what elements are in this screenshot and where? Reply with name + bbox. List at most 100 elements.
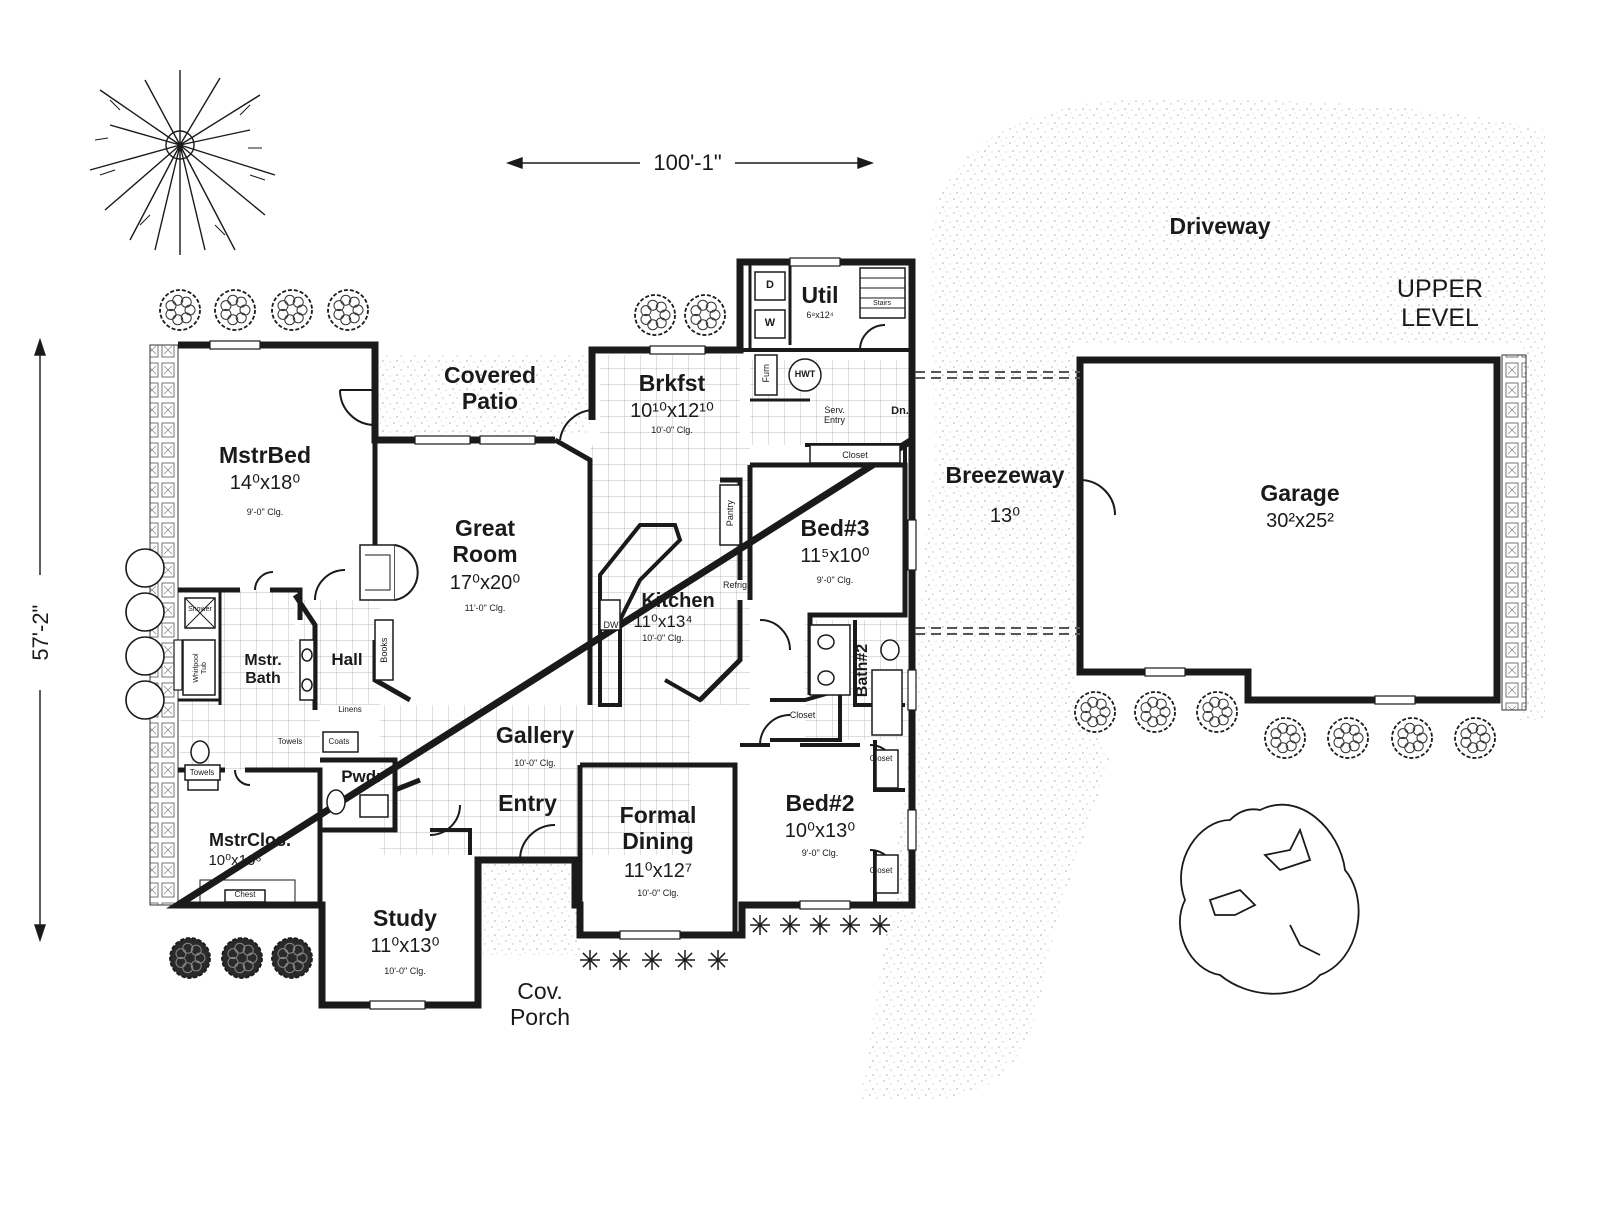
- door-swings: [234, 324, 1116, 876]
- formal-dining-size: 11⁰x12⁷: [623, 860, 693, 882]
- shrub-icon: [1264, 717, 1306, 759]
- closet-bath2-label: Closet: [789, 710, 816, 720]
- breezeway-size: 13⁰: [989, 505, 1021, 527]
- cov-porch-label: Cov. Porch: [509, 978, 571, 1031]
- shrub-icon: [1196, 691, 1238, 733]
- plant-icon: [580, 950, 600, 970]
- kitchen-label: Kitchen: [641, 590, 715, 612]
- formal-dining-ceiling: 10'-0" Clg.: [637, 888, 679, 898]
- study-size: 11⁰x13⁰: [370, 935, 440, 957]
- pwdr-label: Pwdr: [341, 767, 383, 786]
- plant-icon: [642, 950, 662, 970]
- refrig-label: Refrig: [722, 580, 747, 590]
- bed3-size: 11⁵x10⁰: [800, 545, 870, 567]
- brkfst-label: Brkfst: [638, 370, 706, 396]
- plant-icon: [870, 915, 890, 935]
- pantry-label: Pantry: [724, 500, 735, 527]
- mstr-clos-size: 10⁰x10⁶: [208, 852, 262, 869]
- shrub-icon: [1074, 691, 1116, 733]
- plant-icon: [780, 915, 800, 935]
- bed2-ceiling: 9'-0" Clg.: [801, 848, 839, 858]
- upper-level-label: UPPER LEVEL: [1396, 275, 1484, 332]
- mstr-clos-label: MstrClos.: [208, 830, 291, 850]
- shrub-icon: [159, 289, 201, 331]
- width-dimension: 100'-1": [653, 150, 722, 175]
- driveway-label: Driveway: [1169, 213, 1271, 239]
- linens-label: Linens: [338, 705, 362, 714]
- plant-icon: [610, 950, 630, 970]
- coats-label: Coats: [328, 737, 350, 746]
- bed2-size: 10⁰x13⁰: [784, 820, 856, 842]
- bed3-ceiling: 9'-0" Clg.: [816, 575, 854, 585]
- study-label: Study: [373, 905, 437, 931]
- shrub-icon: [327, 289, 369, 331]
- closet-bed3-label: Closet: [842, 450, 868, 460]
- dw-label: DW: [603, 620, 619, 630]
- kitchen-ceiling: 10'-0" Clg.: [642, 633, 684, 643]
- tree-outline-right: [1179, 803, 1360, 995]
- whirlpool-label: Whirlpool Tub: [192, 653, 208, 683]
- kitchen-size: 11⁰x13⁴: [633, 612, 693, 631]
- plant-icon: [810, 915, 830, 935]
- plant-icon: [675, 950, 695, 970]
- round-shrub-icon: [125, 636, 165, 676]
- hall-label: Hall: [331, 650, 363, 669]
- landscape-shrubs: [125, 289, 1496, 979]
- great-room-size: 17⁰x20⁰: [449, 572, 521, 594]
- breezeway-label: Breezeway: [945, 462, 1065, 488]
- great-room-ceiling: 11'-0" Clg.: [464, 603, 506, 613]
- dn-label: Dn.: [891, 405, 909, 417]
- covered-patio-label: Covered Patio: [443, 362, 537, 415]
- mstr-bath-label: Mstr. Bath: [244, 652, 282, 688]
- entry-label: Entry: [498, 790, 557, 816]
- shower-label: Shower: [188, 606, 212, 613]
- plant-icon: [840, 915, 860, 935]
- shrub-icon: [634, 294, 676, 336]
- util-size: 6⁸x12⁴: [806, 310, 834, 320]
- shrub-icon: [1134, 691, 1176, 733]
- garage-size: 30²x25²: [1266, 510, 1334, 532]
- windows: [173, 257, 1416, 1010]
- dryer-label: D: [766, 279, 774, 291]
- towels-label-bath: Towels: [189, 768, 215, 777]
- great-room-label: Great Room: [452, 515, 518, 568]
- util-label: Util: [801, 282, 839, 308]
- round-shrub-icon: [125, 680, 165, 720]
- fixtures: [182, 267, 906, 906]
- tree-large-topleft: [89, 70, 276, 255]
- shrub-icon: [1327, 717, 1369, 759]
- shrub-icon: [169, 937, 211, 979]
- formal-dining-label: Formal Dining: [619, 802, 697, 855]
- shrub-icon: [684, 294, 726, 336]
- towels-label-hall: Towels: [277, 737, 303, 746]
- breezeway-connectors: [915, 371, 1080, 635]
- stairs-label: Stairs: [873, 300, 891, 307]
- shrub-icon: [1454, 717, 1496, 759]
- furnace-label: Furn: [760, 363, 771, 383]
- brkfst-size: 10¹⁰x12¹⁰: [630, 400, 714, 422]
- garage-label: Garage: [1260, 480, 1340, 506]
- gallery-label: Gallery: [496, 722, 574, 748]
- mstr-bed-label: MstrBed: [218, 442, 311, 468]
- mstr-bed-size: 14⁰x18⁰: [229, 472, 301, 494]
- bed3-label: Bed#3: [800, 515, 870, 541]
- books-label: Books: [378, 637, 389, 663]
- shrub-icon: [221, 937, 263, 979]
- dimension-lines: [34, 157, 875, 943]
- depth-dimension: 57'-2": [27, 604, 53, 661]
- driveway-surface: [860, 99, 1545, 1100]
- chest-label: Chest: [234, 890, 256, 899]
- round-shrub-icon: [125, 592, 165, 632]
- round-shrub-icon: [125, 548, 165, 588]
- bath2-label: Bath#2: [853, 643, 871, 698]
- serv-entry-label: Serv. Entry: [823, 405, 845, 426]
- plant-icon: [708, 950, 728, 970]
- mstr-bed-ceiling: 9'-0" Clg.: [246, 507, 284, 517]
- closet-bed2-top-label: Closet: [869, 754, 893, 763]
- shrub-icon: [271, 937, 313, 979]
- shrub-icon: [271, 289, 313, 331]
- gallery-ceiling: 10'-0" Clg.: [514, 758, 556, 768]
- brkfst-ceiling: 10'-0" Clg.: [651, 425, 693, 435]
